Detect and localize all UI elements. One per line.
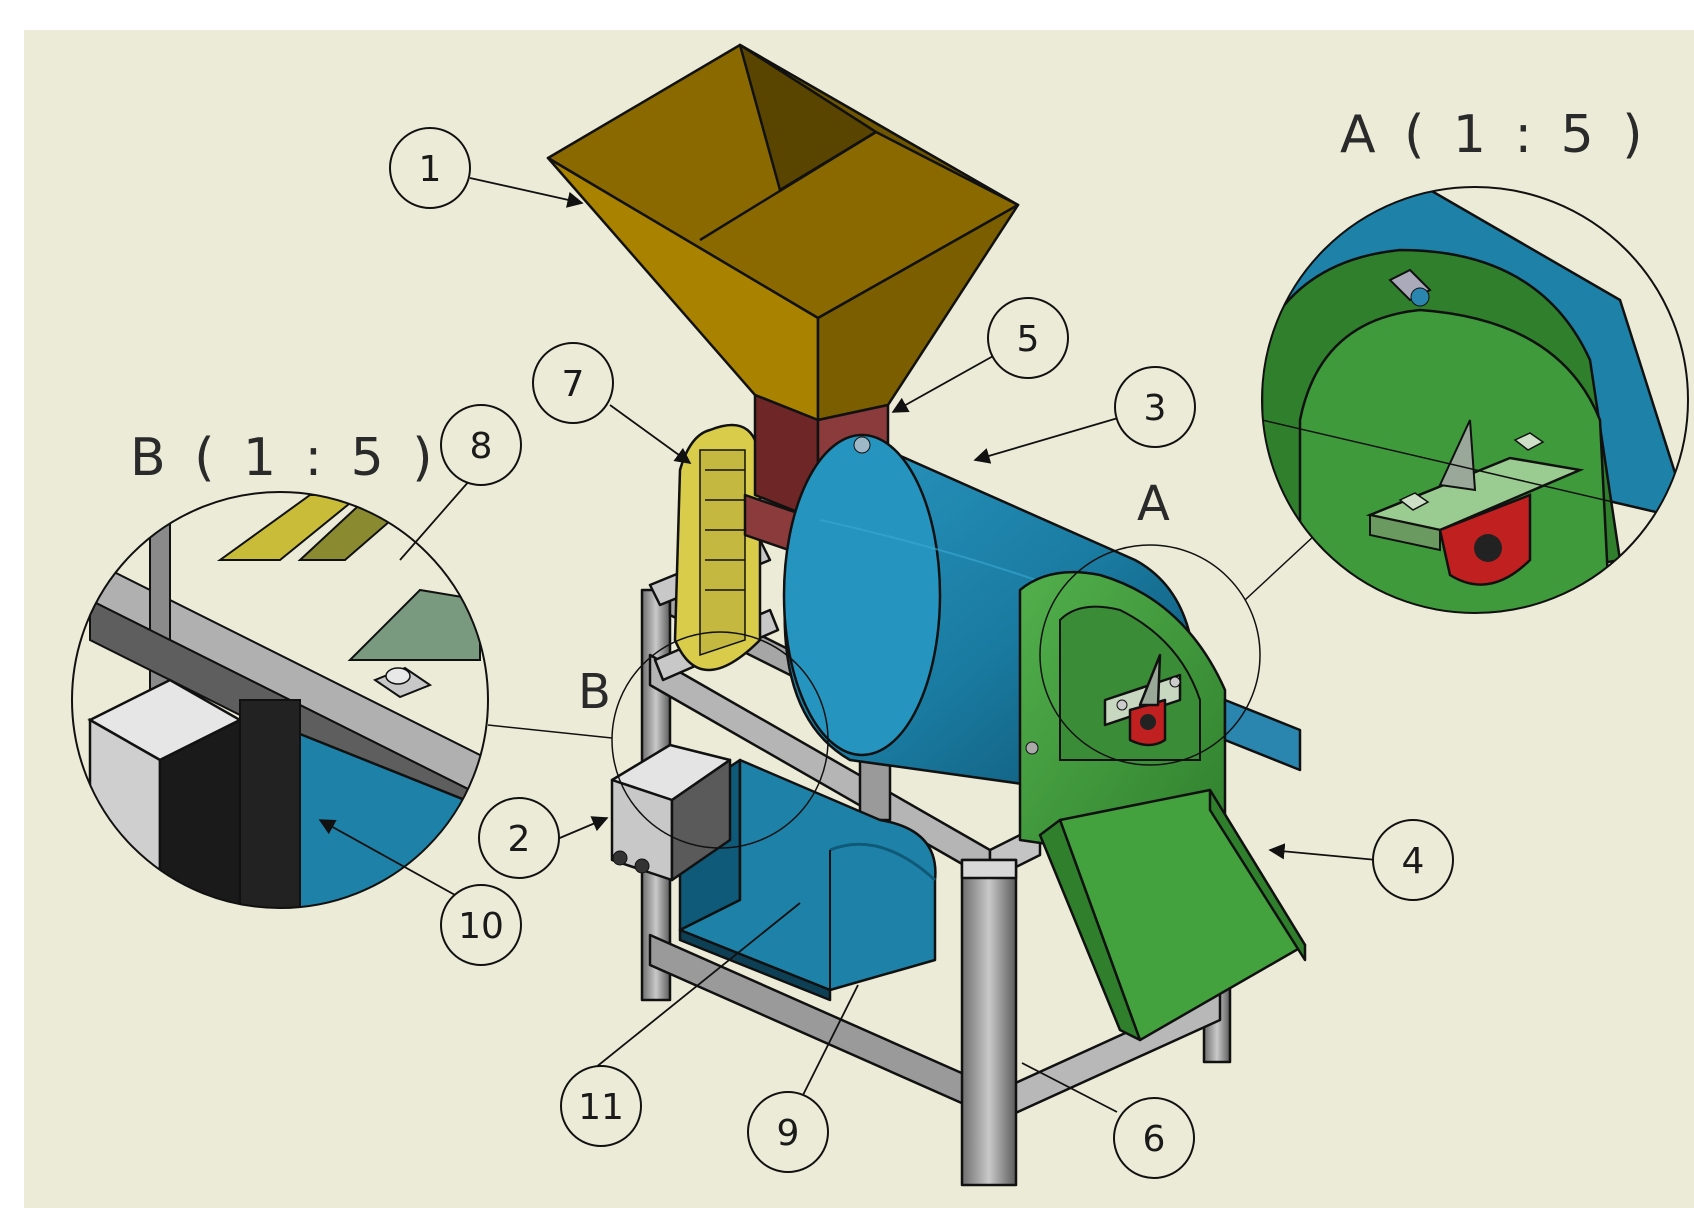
detail-view-a: A ( 1 : 5 ) [1261,105,1689,614]
switch-box [610,743,732,882]
balloon-4: 4 [1372,819,1454,901]
detail-b-marker-circle [611,631,829,849]
view-marker-a: A [1137,476,1170,532]
detail-a-marker-circle [1039,544,1261,766]
belt-guard [673,423,762,672]
balloon-3: 3 [1114,366,1196,448]
balloon-6: 6 [1113,1097,1195,1179]
main-assembly [546,43,1307,1187]
balloon-7-number: 7 [562,364,585,405]
balloon-11: 11 [560,1065,642,1147]
balloon-2-number: 2 [508,819,531,860]
balloon-8-number: 8 [470,426,493,467]
balloon-1-number: 1 [419,149,442,190]
balloon-11-number: 11 [578,1087,624,1128]
detail-b-label: B ( 1 : 5 ) [130,428,439,488]
balloon-9: 9 [747,1091,829,1173]
detail-a-label: A ( 1 : 5 ) [1340,105,1648,165]
view-marker-b: B [578,664,611,720]
balloon-10-number: 10 [458,906,504,947]
balloon-3-number: 3 [1144,388,1167,429]
balloon-5-number: 5 [1017,319,1040,360]
balloon-7: 7 [532,342,614,424]
balloon-10: 10 [440,884,522,966]
balloon-6-number: 6 [1143,1119,1166,1160]
balloon-5: 5 [987,297,1069,379]
end-cover [1018,570,1307,1042]
balloon-2: 2 [478,797,560,879]
balloon-8: 8 [440,404,522,486]
detail-view-b: B ( 1 : 5 ) [71,428,489,909]
leader-lines [318,177,1378,1113]
balloon-4-number: 4 [1402,841,1425,882]
part-balloons: 1 2 3 4 5 6 7 8 [389,127,1454,1179]
balloon-9-number: 9 [777,1113,800,1154]
balloon-1: 1 [389,127,471,209]
hopper [546,43,1020,422]
